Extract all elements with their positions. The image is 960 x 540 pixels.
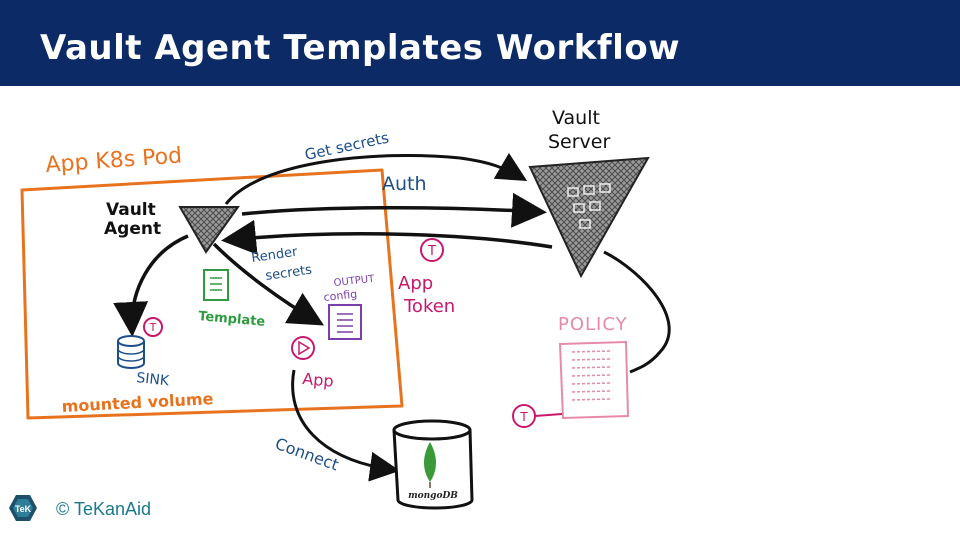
render-secrets-label-2: secrets (264, 263, 313, 284)
mongodb-leaf-icon (424, 442, 436, 482)
svg-text:T: T (519, 410, 528, 424)
app-token-label-2: Token (403, 296, 455, 317)
agent-to-sink-arrow (113, 234, 189, 337)
connect-label: Connect (273, 434, 342, 474)
svg-text:TeK: TeK (15, 504, 32, 514)
workflow-diagram: App K8s Pod mounted volume Vault Agent V… (20, 107, 671, 510)
output-config-label-2: config (323, 288, 358, 304)
sink-database-icon (117, 335, 145, 369)
slide-title: Vault Agent Templates Workflow (40, 28, 681, 68)
policy-token-icon: T (512, 404, 563, 428)
sink-token-icon: T (143, 317, 163, 337)
output-config-document-icon (328, 304, 362, 340)
app-token-label-1: App (398, 273, 433, 294)
auth-label: Auth (382, 173, 427, 195)
render-secrets-arrow (212, 242, 325, 326)
token-return-arrow (221, 219, 553, 255)
vault-agent-label-1: Vault (106, 200, 156, 220)
auth-arrow (241, 192, 547, 228)
vault-server-label-1: Vault (552, 107, 600, 129)
output-config-label-1: OUTPUT (333, 274, 376, 289)
vault-server-label-2: Server (548, 131, 610, 153)
policy-label: POLICY (558, 314, 628, 335)
template-label: Template (198, 309, 266, 330)
app-token-icon: T (420, 238, 444, 262)
connect-arrow (291, 369, 400, 482)
get-secrets-arrow (224, 152, 528, 205)
render-secrets-label-1: Render (250, 245, 299, 266)
svg-text:T: T (427, 244, 436, 259)
mongodb-label: mongoDB (408, 491, 458, 501)
sink-label: SINK (136, 370, 171, 389)
pod-border (20, 168, 404, 420)
template-document-icon (203, 269, 229, 301)
vault-agent-label-2: Agent (104, 219, 161, 239)
tekanaid-logo: TeK (8, 494, 38, 522)
server-policy-link (603, 250, 671, 374)
vault-server-triangle-icon (528, 156, 650, 279)
title-bar: Vault Agent Templates Workflow (0, 0, 960, 86)
policy-document-icon (558, 340, 630, 420)
svg-text:T: T (149, 321, 157, 334)
app-label: App (302, 369, 335, 391)
copyright-text: © TeKanAid (56, 499, 151, 519)
app-play-icon (291, 336, 315, 360)
vault-agent-triangle-icon (178, 206, 240, 254)
pod-label: App K8s Pod (45, 144, 183, 178)
